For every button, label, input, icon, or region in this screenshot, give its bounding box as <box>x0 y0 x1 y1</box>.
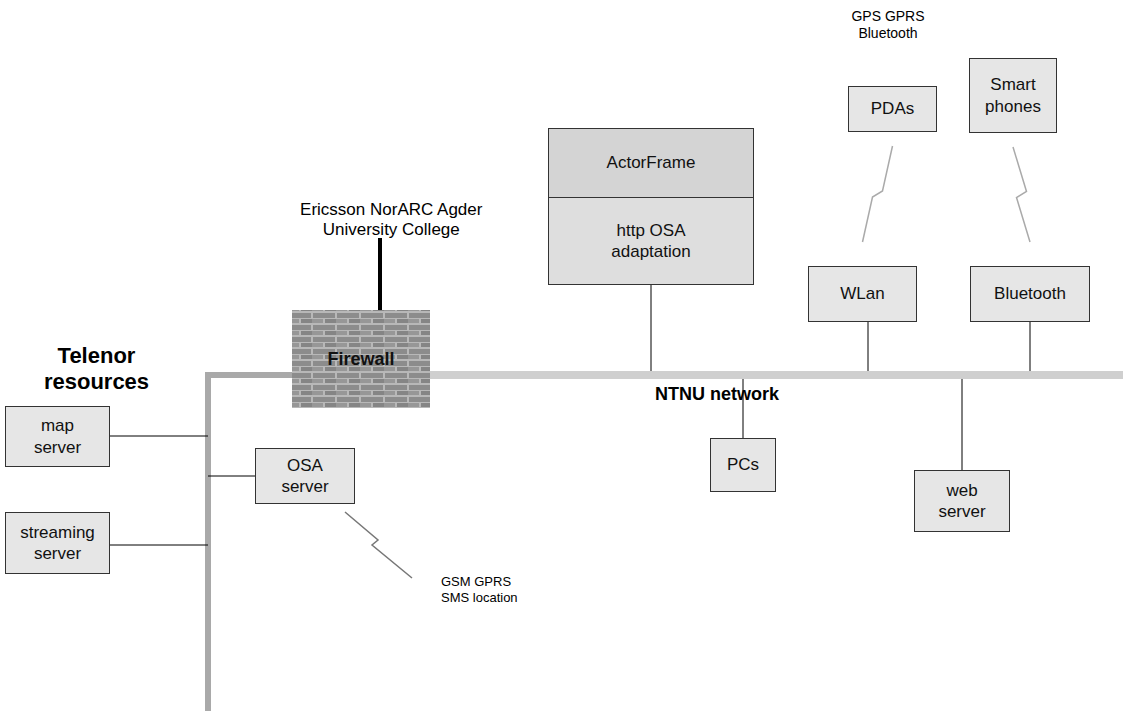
annotation-label: NTNU network <box>655 384 815 406</box>
node-text: Bluetooth <box>994 283 1066 304</box>
access-point-box: WLan <box>808 266 917 322</box>
node-text: http OSA adaptation <box>586 220 716 263</box>
ntnu-bus <box>420 371 1123 379</box>
component-box: ActorFrame <box>548 128 754 198</box>
server-box: map server <box>5 406 110 467</box>
wireless-link <box>1013 147 1030 242</box>
node-text: PCs <box>727 454 759 475</box>
node-text: streaming server <box>13 522 103 565</box>
node-text: web server <box>932 480 992 523</box>
node-text: ActorFrame <box>607 152 696 173</box>
access-point-box: Bluetooth <box>970 266 1090 322</box>
annotation-label: Ericsson NorARC Agder University College <box>250 200 510 241</box>
component-box: http OSA adaptation <box>548 197 754 285</box>
node-text: map server <box>28 415 88 458</box>
node-text: PDAs <box>871 98 914 119</box>
radio-link <box>345 512 412 578</box>
server-box: web server <box>914 470 1010 532</box>
annotation-label: GPS GPRS Bluetooth <box>838 8 938 42</box>
external-link <box>378 238 382 310</box>
firewall-wall <box>292 310 430 408</box>
node-text: OSA server <box>275 455 335 498</box>
server-box: OSA server <box>255 448 355 504</box>
annotation-label: GSM GPRS SMS location <box>441 574 521 605</box>
server-box: streaming server <box>5 512 110 574</box>
node-text: Firewall <box>327 348 394 371</box>
wireless-link <box>863 146 893 242</box>
telenor-bus <box>205 375 211 711</box>
firewall: Firewall <box>292 310 430 408</box>
bus-stubs <box>110 285 1030 545</box>
device-box: PDAs <box>848 86 937 132</box>
node-text: WLan <box>840 283 884 304</box>
annotation-label: Telenor resources <box>14 343 164 396</box>
host-box: PCs <box>710 438 776 492</box>
telenor-bus <box>205 372 300 378</box>
node-text: Smart phones <box>978 74 1048 117</box>
device-box: Smart phones <box>969 58 1057 133</box>
